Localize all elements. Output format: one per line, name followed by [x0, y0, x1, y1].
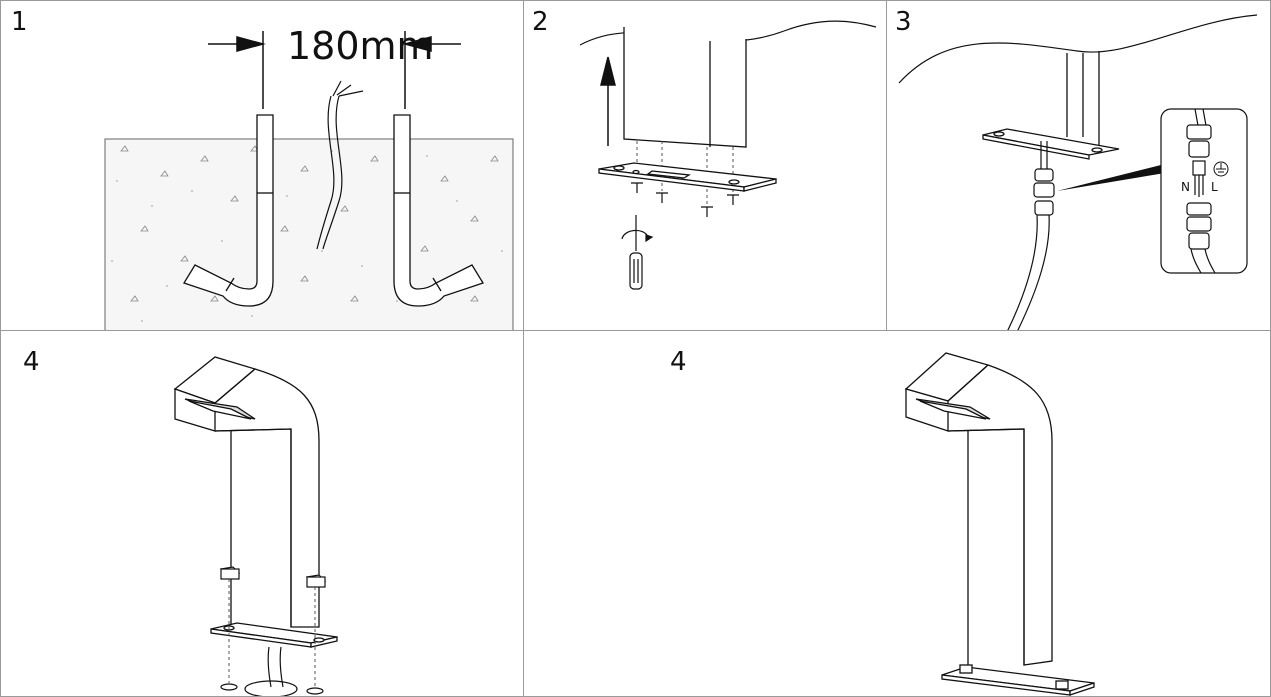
right-anchor-bolt [393, 114, 484, 307]
step-number: 3 [895, 7, 912, 37]
nuts [219, 566, 327, 588]
cable-and-holes [220, 646, 324, 696]
step-number: 1 [11, 7, 28, 37]
dimension-label: 180mm [287, 24, 434, 68]
cable [316, 80, 364, 250]
pole-cut-line [898, 14, 1258, 84]
pole-body [623, 27, 747, 148]
base-plate [941, 664, 1095, 696]
base-plate-illustration [579, 20, 877, 290]
callout-pointer [1057, 161, 1177, 191]
panel-step-3: 3 [886, 0, 1271, 331]
step-number: 4 [670, 347, 687, 377]
screws [631, 182, 739, 217]
left-anchor-bolt [183, 114, 274, 307]
wiring-illustration [898, 14, 1258, 330]
bollard-head [173, 356, 320, 628]
concrete-block [104, 138, 514, 330]
connector [1007, 141, 1055, 330]
dimension-line [208, 31, 461, 109]
anchor-guides [228, 579, 316, 687]
neutral-label: N [1181, 180, 1190, 194]
up-arrow-icon [600, 56, 616, 146]
concrete-speckles [111, 145, 503, 322]
callout-box [1160, 108, 1248, 274]
base-plate [598, 162, 777, 192]
anchor-bolt-illustration [104, 31, 514, 330]
panel-step-4-right: 4 [523, 330, 1271, 697]
bollard-head [904, 352, 1053, 666]
panel-step-1: 1 [0, 0, 524, 331]
base-plate [210, 622, 338, 648]
step-number: 4 [23, 347, 40, 377]
panel-step-4-left: 4 [0, 330, 524, 697]
base-plate [982, 128, 1120, 160]
live-label: L [1211, 180, 1218, 194]
ground-symbol-icon [1213, 161, 1229, 177]
pole-body [1066, 51, 1100, 149]
bollard-pole [967, 429, 1025, 669]
bollard-pole [230, 429, 292, 627]
bollard-mounting-illustration [173, 356, 338, 696]
bollard-installed-illustration [904, 352, 1095, 696]
panel-step-2: 2 [523, 0, 887, 331]
screwdriver-icon [621, 215, 654, 290]
step-number: 2 [532, 7, 549, 37]
